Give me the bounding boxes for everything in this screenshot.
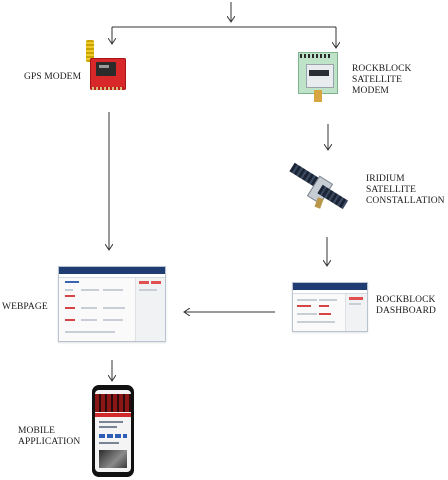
- gps-modem-image: [84, 40, 132, 94]
- rockblock-modem-label: ROCKBLOCK SATELLITE MODEM: [352, 64, 412, 96]
- connector: [314, 90, 322, 102]
- smartphone-image: [92, 385, 136, 479]
- pin-header: [92, 87, 124, 90]
- rockblock-dashboard-label: ROCKBLOCK DASHBOARD: [376, 295, 437, 316]
- gps-modem-label: GPS MODEM: [24, 72, 82, 82]
- iridium-label: IRIDIUM SATELLITE CONSTALLATION: [366, 174, 445, 206]
- antenna-icon: [86, 40, 94, 62]
- webpage-screenshot: [58, 266, 166, 342]
- mobile-application-label: MOBILE APPLICATION: [18, 426, 81, 447]
- pad-row: [300, 54, 330, 58]
- phone-screen: [95, 390, 131, 472]
- webpage-label: WEBPAGE: [2, 302, 48, 312]
- rockblock-modem-image: [296, 50, 338, 104]
- chip-icon: [96, 62, 116, 76]
- iridium-module: [306, 64, 334, 88]
- rockblock-dashboard-screenshot: [292, 282, 368, 332]
- satellite-image: [288, 158, 352, 210]
